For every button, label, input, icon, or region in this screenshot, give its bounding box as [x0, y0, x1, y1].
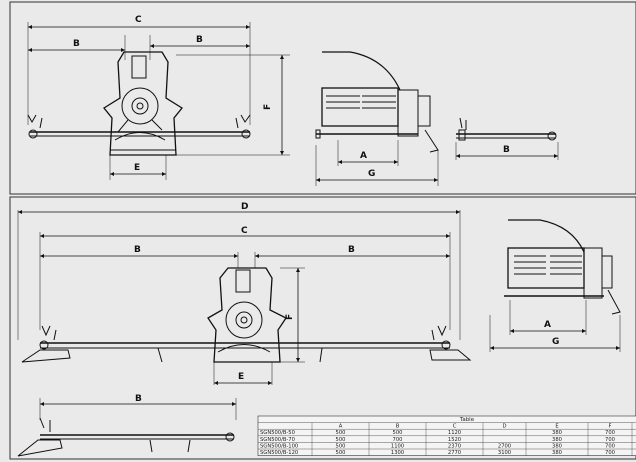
- dim-label-f: F: [263, 104, 273, 110]
- large-side-view-dimensions: [490, 329, 620, 350]
- table-cell: 1300: [391, 450, 404, 456]
- table-cell: 2770: [448, 450, 461, 456]
- table-cell: 500: [336, 443, 346, 449]
- table-cell: SGN500/B-120: [260, 450, 298, 456]
- table-cell: SGN500/B-70: [260, 437, 295, 443]
- table-cell: 380: [552, 443, 562, 449]
- top-view-dimensions: [28, 25, 284, 176]
- dim-label-d: D: [241, 202, 248, 212]
- dim-label-b-right: B: [196, 35, 203, 45]
- table-cell: 2370: [448, 443, 461, 449]
- table-cell: 500: [336, 430, 346, 436]
- dim-label-b-large-right: B: [348, 245, 355, 255]
- top-view-labels: C B B F E: [73, 15, 273, 173]
- table-header-cell: B: [396, 424, 400, 430]
- side-view-dimensions: [316, 160, 438, 182]
- table-header-cell: E: [555, 424, 558, 430]
- side-view-labels: A G: [360, 151, 375, 179]
- table-cell: 380: [552, 430, 562, 436]
- dim-label-b-folded: B: [503, 145, 510, 155]
- top-view: [27, 22, 290, 180]
- large-view-labels: D C B B F E: [134, 202, 355, 382]
- large-view-dimensions: [18, 210, 460, 385]
- small-bottom-view: [17, 398, 237, 457]
- dim-label-b-left: B: [73, 39, 80, 49]
- dim-label-a: A: [360, 151, 367, 161]
- dim-label-c-large: C: [241, 226, 248, 236]
- table-cell: 2700: [498, 443, 511, 449]
- dim-label-a-large: A: [544, 320, 551, 330]
- dim-label-g-large: G: [552, 337, 559, 347]
- table-cell: 700: [605, 430, 615, 436]
- table-cell: 500: [336, 450, 346, 456]
- table-cell: 700: [605, 443, 615, 449]
- table-cell: 380: [552, 437, 562, 443]
- large-side-view: [489, 219, 621, 352]
- table-cell: 700: [605, 450, 615, 456]
- table-cell: 380: [552, 450, 562, 456]
- table-header-cell: F: [609, 424, 612, 430]
- dim-label-b-large-left: B: [134, 245, 141, 255]
- dim-label-f-large: F: [285, 314, 295, 320]
- side-view: [315, 51, 439, 186]
- large-view: [17, 210, 472, 385]
- table-header-cell: D: [503, 424, 507, 430]
- sheet-frame: [9, 1, 636, 460]
- dimensions-table: TableABCDEFGSGN500/B-5050050011203807009…: [257, 415, 636, 456]
- dim-label-g: G: [368, 169, 375, 179]
- table-cell: SGN500/B-100: [260, 443, 298, 449]
- table-title: Table: [459, 417, 475, 423]
- table-cell: SGN500/B-50: [260, 430, 295, 436]
- table-cell: 3100: [498, 450, 511, 456]
- table-header-cell: A: [339, 424, 343, 430]
- large-side-view-labels: A G: [544, 320, 559, 347]
- table-header-cell: C: [453, 424, 457, 430]
- table-cell: 500: [393, 430, 403, 436]
- dim-label-e: E: [134, 163, 140, 173]
- table-cell: 700: [605, 437, 615, 443]
- table-cell: 1520: [448, 437, 461, 443]
- folded-view: [455, 117, 559, 160]
- table-cell: 700: [393, 437, 403, 443]
- dim-label-c: C: [135, 15, 142, 25]
- dim-label-b-bottom: B: [135, 394, 142, 404]
- table-cell: 1120: [448, 430, 461, 436]
- table-cell: 1100: [391, 443, 404, 449]
- table-cell: 500: [336, 437, 346, 443]
- dim-label-e-large: E: [238, 372, 244, 382]
